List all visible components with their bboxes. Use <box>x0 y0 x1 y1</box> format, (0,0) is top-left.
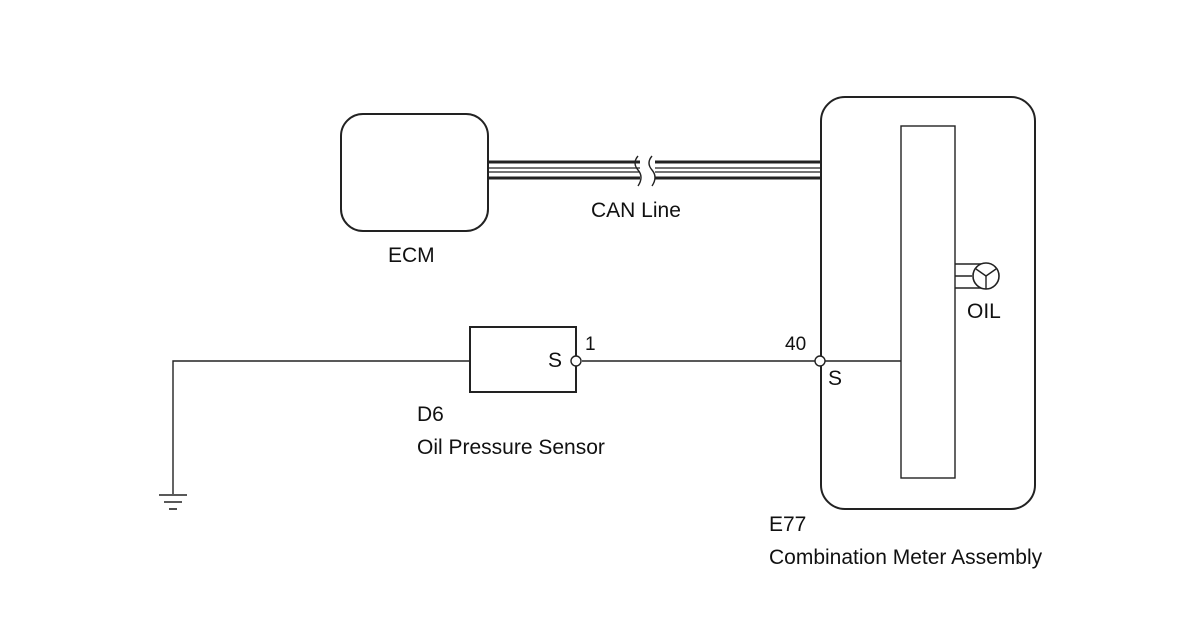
meter-internal-circuit <box>900 125 956 479</box>
meter-terminal-name: S <box>828 367 842 390</box>
meter-pin-number: 40 <box>785 334 806 355</box>
ecm-label: ECM <box>388 244 435 267</box>
meter-terminal-icon <box>814 355 826 367</box>
sensor-name: Oil Pressure Sensor <box>417 436 605 459</box>
sensor-terminal-icon <box>570 355 582 367</box>
oil-lamp-label: OIL <box>967 300 1001 323</box>
ground-symbol-icon <box>159 494 187 510</box>
oil-pressure-sensor-block <box>469 326 577 393</box>
sensor-terminal-name: S <box>548 349 562 372</box>
ecm-block <box>340 113 489 232</box>
meter-name: Combination Meter Assembly <box>769 546 1043 569</box>
meter-code: E77 <box>769 513 806 536</box>
wire-break-icon <box>634 155 656 187</box>
can-line-bundle <box>488 160 822 180</box>
oil-warning-lamp-icon <box>955 262 1000 290</box>
sensor-pin-number: 1 <box>585 334 596 355</box>
can-line-label: CAN Line <box>591 199 681 222</box>
ground-wire <box>172 360 470 494</box>
sensor-code: D6 <box>417 403 444 426</box>
